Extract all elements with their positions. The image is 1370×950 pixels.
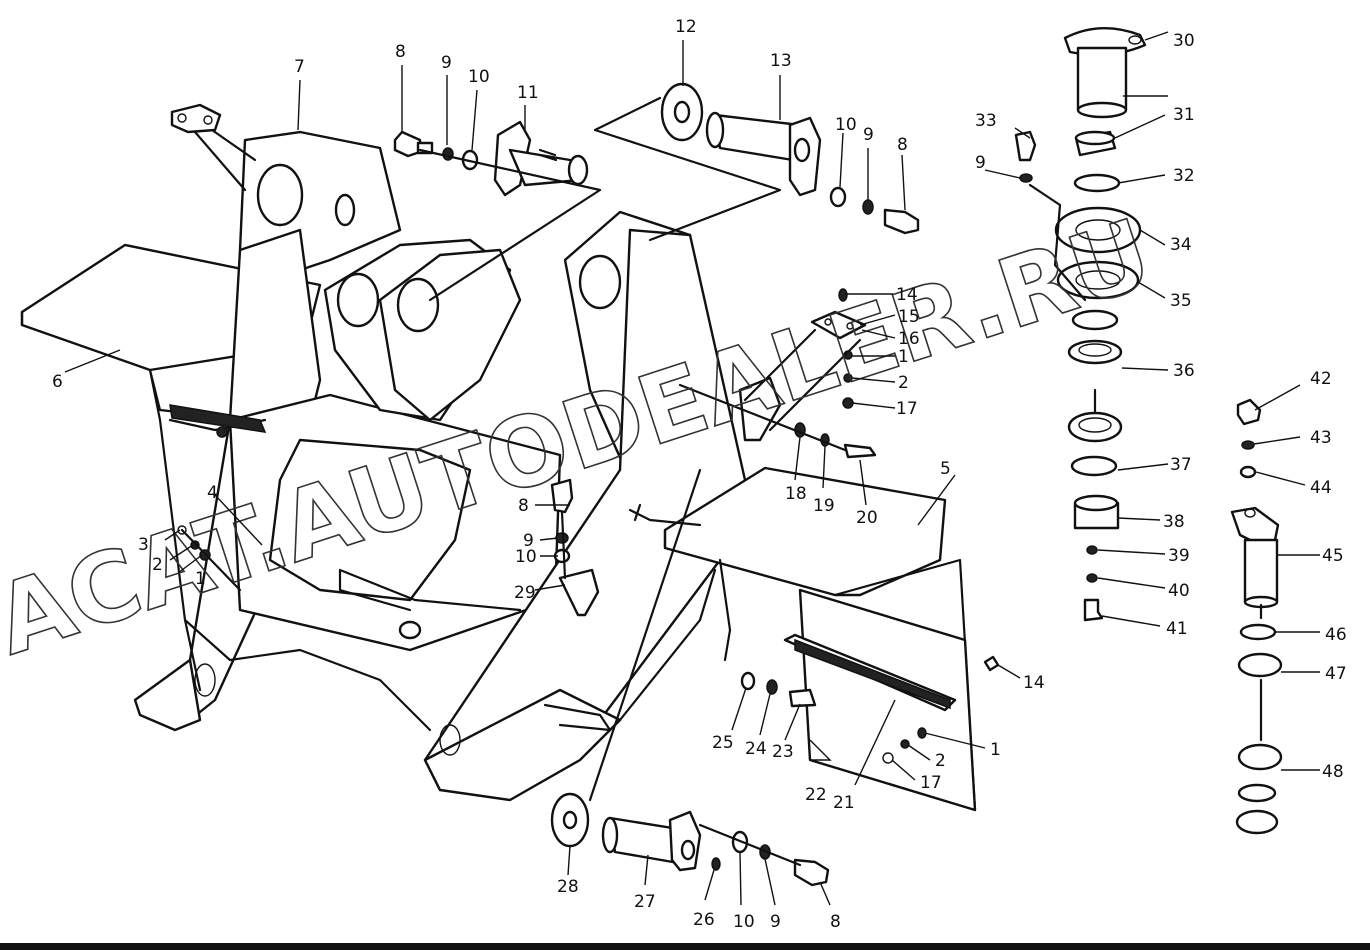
callout-label: 48 [1322,762,1344,782]
callout-label: 1 [195,569,206,589]
callout-label: 29 [514,583,536,603]
callout-label: 2 [935,751,946,771]
callout-label: 24 [745,739,767,759]
callout-label: 47 [1325,664,1347,684]
bottom-border [0,943,1370,950]
right-frame [423,210,977,812]
callout-label: 25 [712,733,734,753]
bolt-group-left [177,525,242,592]
kingpin-assembly [1014,26,1147,622]
leader-lines [64,31,1320,906]
callout-label: 18 [785,484,807,504]
callout-label: 9 [770,912,781,932]
callout-label: 38 [1163,512,1185,532]
callout-label: 32 [1173,166,1195,186]
callout-label: 1 [898,347,909,367]
callout-label: 46 [1325,625,1347,645]
callout-label: 2 [898,373,909,393]
callout-label: 45 [1322,546,1344,566]
callout-label: 9 [863,125,874,145]
callout-label: 2 [152,555,163,575]
callout-label: 16 [898,329,920,349]
callout-label: 19 [813,496,835,516]
callout-label: 41 [1166,619,1188,639]
callout-label: 9 [523,531,534,551]
callout-label: 27 [634,892,656,912]
callout-numbers: 1 2 3 4 5 6 7 8 9 10 11 12 13 10 9 8 14 … [52,17,1347,932]
callout-label: 33 [975,111,997,131]
callout-label: 10 [515,547,537,567]
callout-label: 31 [1173,105,1195,125]
callout-label: 20 [856,508,878,528]
callout-label: 40 [1168,581,1190,601]
callout-label: 35 [1170,291,1192,311]
callout-label: 17 [896,399,918,419]
callout-label: 30 [1173,31,1195,51]
callout-label: 8 [830,912,841,932]
callout-label: 44 [1310,478,1332,498]
callout-label: 9 [441,53,452,73]
callout-label: 28 [557,877,579,897]
left-frame [20,130,562,732]
callout-label: 14 [896,285,918,305]
callout-label: 23 [772,742,794,762]
callout-label: 3 [138,535,149,555]
callout-label: 26 [693,910,715,930]
callout-label: 6 [52,372,63,392]
callout-label: 10 [835,115,857,135]
pin-group-top-left [393,120,602,302]
bolt-group-lower-right [740,655,1000,764]
lower-kingpin-assembly [1230,398,1283,835]
callout-label: 43 [1310,428,1332,448]
callout-label: 7 [294,57,305,77]
callout-label: 13 [770,51,792,71]
callout-label: 36 [1173,361,1195,381]
callout-label: 8 [518,496,529,516]
callout-label: 22 [805,785,827,805]
callout-label: 14 [1023,673,1045,693]
bracket-plate-15-16 [678,288,877,459]
callout-label: 15 [898,307,920,327]
callout-label: 42 [1310,369,1332,389]
callout-label: 8 [395,42,406,62]
callout-label: 4 [207,483,218,503]
callout-label: 5 [940,459,951,479]
callout-label: 37 [1170,455,1192,475]
pin-group-top-right [593,82,920,242]
callout-label: 8 [897,135,908,155]
callout-label: 34 [1170,235,1192,255]
callout-label: 10 [733,912,755,932]
callout-label: 21 [833,793,855,813]
callout-label: 10 [468,67,490,87]
callout-label: 11 [517,83,539,103]
mount-bracket-7 [170,103,257,192]
pin-group-bottom [550,468,830,887]
callout-label: 9 [975,153,986,173]
callout-label: 17 [920,773,942,793]
callout-label: 39 [1168,546,1190,566]
callout-label: 1 [990,740,1001,760]
callout-label: 12 [675,17,697,37]
